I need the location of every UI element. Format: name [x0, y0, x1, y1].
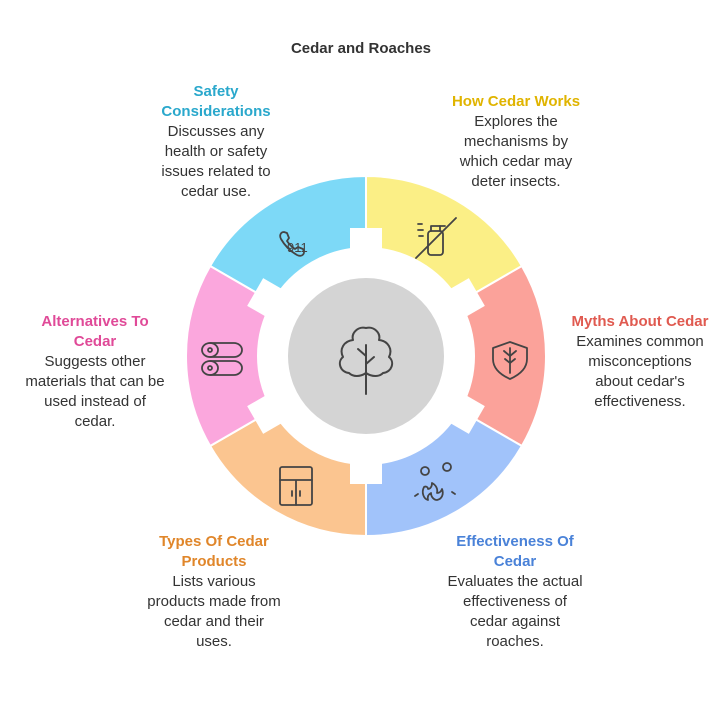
label-effectiveness-of-cedar: Effectiveness Of Cedar Evaluates the act…	[444, 532, 586, 652]
segment-divider	[350, 228, 382, 264]
diagram-title: Cedar and Roaches	[290, 40, 432, 57]
cedar-tree-icon	[338, 326, 394, 395]
label-types-of-cedar-products: Types Of Cedar Products Lists various pr…	[144, 532, 284, 652]
cabinet-icon	[279, 466, 313, 506]
label-safety-considerations: Safety Considerations Discusses any heal…	[146, 82, 286, 202]
shield-tree-icon	[492, 341, 528, 380]
label-description: Suggests other materials that can be use…	[25, 353, 165, 430]
bug-fire-icon	[414, 462, 456, 501]
label-how-cedar-works: How Cedar Works Explores the mechanisms …	[446, 92, 586, 192]
segment-divider	[437, 278, 485, 324]
label-description: Discusses any health or safety issues re…	[161, 123, 271, 200]
label-title: Safety Considerations	[161, 83, 271, 120]
label-title: Alternatives To Cedar	[41, 313, 149, 350]
segment-divider	[350, 448, 382, 484]
label-title: Effectiveness Of Cedar	[456, 533, 574, 570]
segment-divider	[247, 388, 295, 434]
label-title: How Cedar Works	[451, 93, 581, 110]
segment-alternatives	[185, 264, 274, 448]
phone-911-icon: 911	[279, 231, 308, 257]
no-spray-icon	[415, 217, 457, 259]
label-title: Myths About Cedar	[571, 313, 709, 330]
icon-911-text: 911	[287, 240, 308, 255]
logs-icon	[201, 342, 243, 376]
segment-divider	[437, 388, 485, 434]
label-myths-about-cedar: Myths About Cedar Examines common miscon…	[570, 312, 710, 412]
label-description: Lists various products made from cedar a…	[147, 573, 281, 650]
label-title: Types Of Cedar Products	[159, 533, 269, 570]
label-description: Evaluates the actual effectiveness of ce…	[447, 573, 583, 650]
segment-divider	[247, 278, 295, 324]
label-alternatives-to-cedar: Alternatives To Cedar Suggests other mat…	[22, 312, 168, 432]
label-description: Explores the mechanisms by which cedar m…	[459, 113, 573, 190]
label-description: Examines common misconceptions about ced…	[576, 333, 704, 410]
